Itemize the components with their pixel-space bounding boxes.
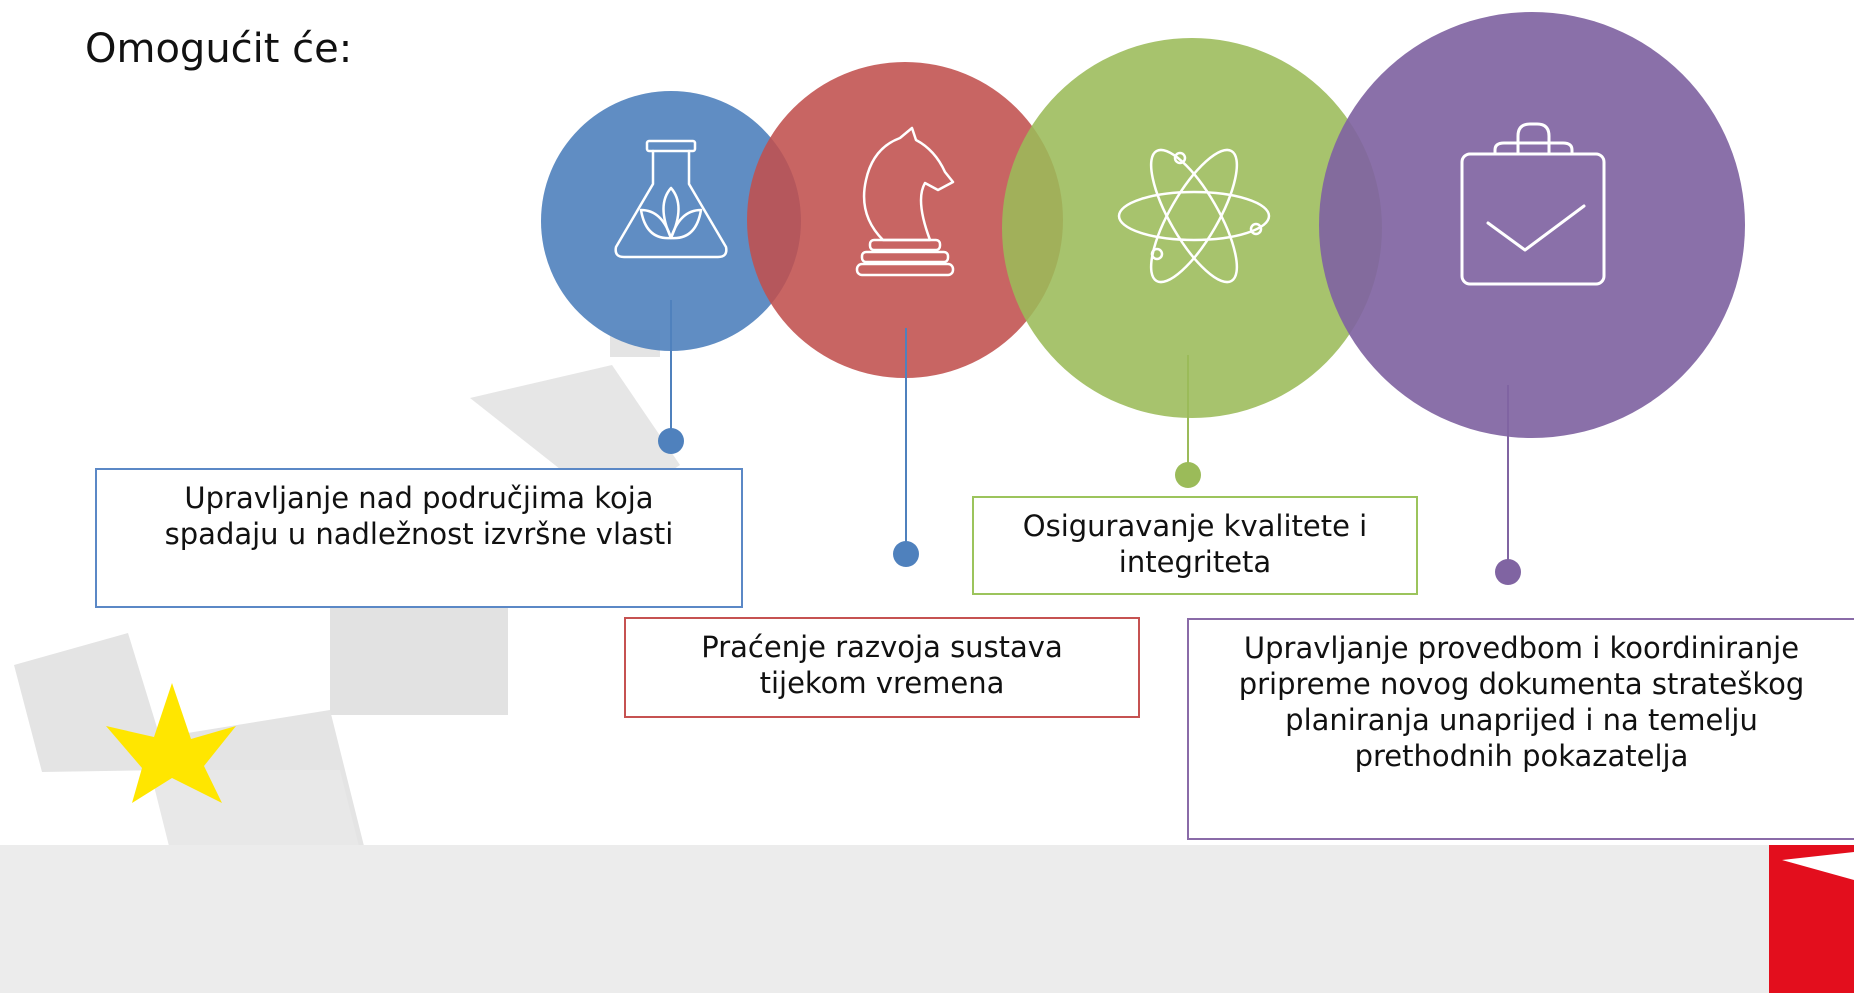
circle-2 [747, 62, 1063, 378]
brand-logo [1769, 845, 1854, 993]
item-box-3: Osiguravanje kvalitete i integriteta [972, 496, 1418, 595]
star-icon [106, 683, 236, 803]
atom-icon [1117, 148, 1271, 284]
item-box-2: Praćenje razvoja sustava tijekom vremena [624, 617, 1140, 718]
connector-dot-1 [658, 428, 684, 454]
item-label-4: Upravljanje provedbom i koordiniranje pr… [1238, 631, 1805, 773]
connector-dot-2 [893, 541, 919, 567]
connector-dot-4 [1495, 559, 1521, 585]
item-box-4: Upravljanje provedbom i koordiniranje pr… [1187, 618, 1854, 840]
circle-4 [1319, 12, 1745, 438]
chess-knight-icon [855, 126, 955, 277]
circle-3 [1002, 38, 1382, 418]
item-label-1: Upravljanje nad područjima koja spadaju … [164, 481, 674, 551]
item-box-1: Upravljanje nad područjima koja spadaju … [95, 468, 743, 608]
item-label-2: Praćenje razvoja sustava tijekom vremena [701, 630, 1063, 700]
clipboard-check-icon [1460, 122, 1606, 286]
connector-dot-3 [1175, 462, 1201, 488]
circle-1 [541, 91, 801, 351]
slide-title: Omogućit će: [85, 26, 353, 72]
flask-plant-icon [614, 139, 728, 259]
footer-band [0, 845, 1854, 993]
item-label-3: Osiguravanje kvalitete i integriteta [1022, 509, 1368, 579]
